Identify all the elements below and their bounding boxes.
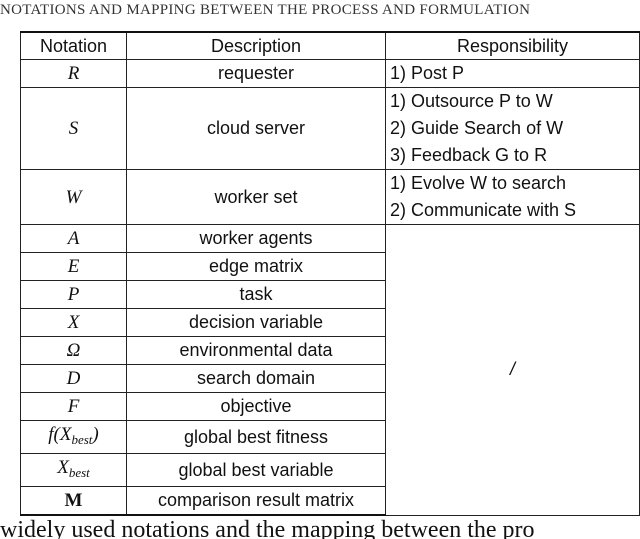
notation-cell: X	[20, 308, 127, 337]
responsibility-line: 2) Communicate with S	[390, 200, 577, 220]
responsibility-line: 1) Outsource P to W	[390, 91, 553, 111]
notation-cell: A	[20, 224, 127, 253]
notation-cell: Xbest	[20, 453, 127, 487]
notation-cell: Ω	[20, 336, 127, 365]
notation-cell: D	[20, 364, 127, 393]
description-cell: decision variable	[126, 308, 386, 337]
table-header-row: Notation Description Responsibility	[20, 31, 640, 60]
notation-cell: R	[20, 59, 127, 88]
description-cell: cloud server	[126, 87, 386, 170]
notation-cell: E	[20, 252, 127, 281]
description-cell: environmental data	[126, 336, 386, 365]
table-row: M comparison result matrix	[20, 486, 640, 516]
responsibility-line: 3) Feedback G to R	[390, 145, 548, 165]
table-row: A worker agents /	[20, 224, 640, 516]
description-cell: comparison result matrix	[126, 486, 386, 516]
header-description: Description	[126, 31, 386, 60]
responsibility-cell: 1) Outsource P to W 2) Guide Search of W…	[385, 87, 640, 170]
notation-cell: P	[20, 280, 127, 309]
table-row: Xbest global best variable	[20, 453, 640, 487]
notation-cell: F	[20, 392, 127, 421]
notation-cell: M	[20, 486, 127, 516]
description-cell: requester	[126, 59, 386, 88]
description-cell: global best fitness	[126, 420, 386, 454]
table-row: X decision variable	[20, 308, 640, 337]
description-cell: objective	[126, 392, 386, 421]
table-row: S cloud server 1) Outsource P to W 2) Gu…	[20, 87, 640, 170]
shared-responsibility-cell: /	[385, 224, 640, 516]
responsibility-line: 1) Evolve W to search	[390, 173, 567, 193]
notation-table: Notation Description Responsibility R re…	[20, 31, 640, 516]
notation-cell: f(Xbest)	[20, 420, 127, 454]
body-text-fragment: widely used notations and the mapping be…	[0, 517, 535, 539]
header-notation: Notation	[20, 31, 127, 60]
table-row: f(Xbest) global best fitness	[20, 420, 640, 454]
description-cell: task	[126, 280, 386, 309]
notation-cell: W	[20, 169, 127, 225]
description-cell: worker set	[126, 169, 386, 225]
responsibility-cell: 1) Evolve W to search 2) Communicate wit…	[385, 169, 640, 225]
table-row: W worker set 1) Evolve W to search 2) Co…	[20, 169, 640, 225]
responsibility-line: 1) Post P	[390, 63, 465, 83]
notation-cell: S	[20, 87, 127, 170]
responsibility-line: 2) Guide Search of W	[390, 118, 564, 138]
table-row: F objective	[20, 392, 640, 421]
header-responsibility: Responsibility	[385, 31, 640, 60]
table-row: P task	[20, 280, 640, 309]
description-cell: global best variable	[126, 453, 386, 487]
description-cell: worker agents	[126, 224, 386, 253]
description-cell: edge matrix	[126, 252, 386, 281]
table-caption: Notations and Mapping between the Proces…	[0, 2, 531, 18]
table-row: R requester 1) Post P	[20, 59, 640, 88]
responsibility-cell: 1) Post P	[385, 59, 640, 88]
description-cell: search domain	[126, 364, 386, 393]
